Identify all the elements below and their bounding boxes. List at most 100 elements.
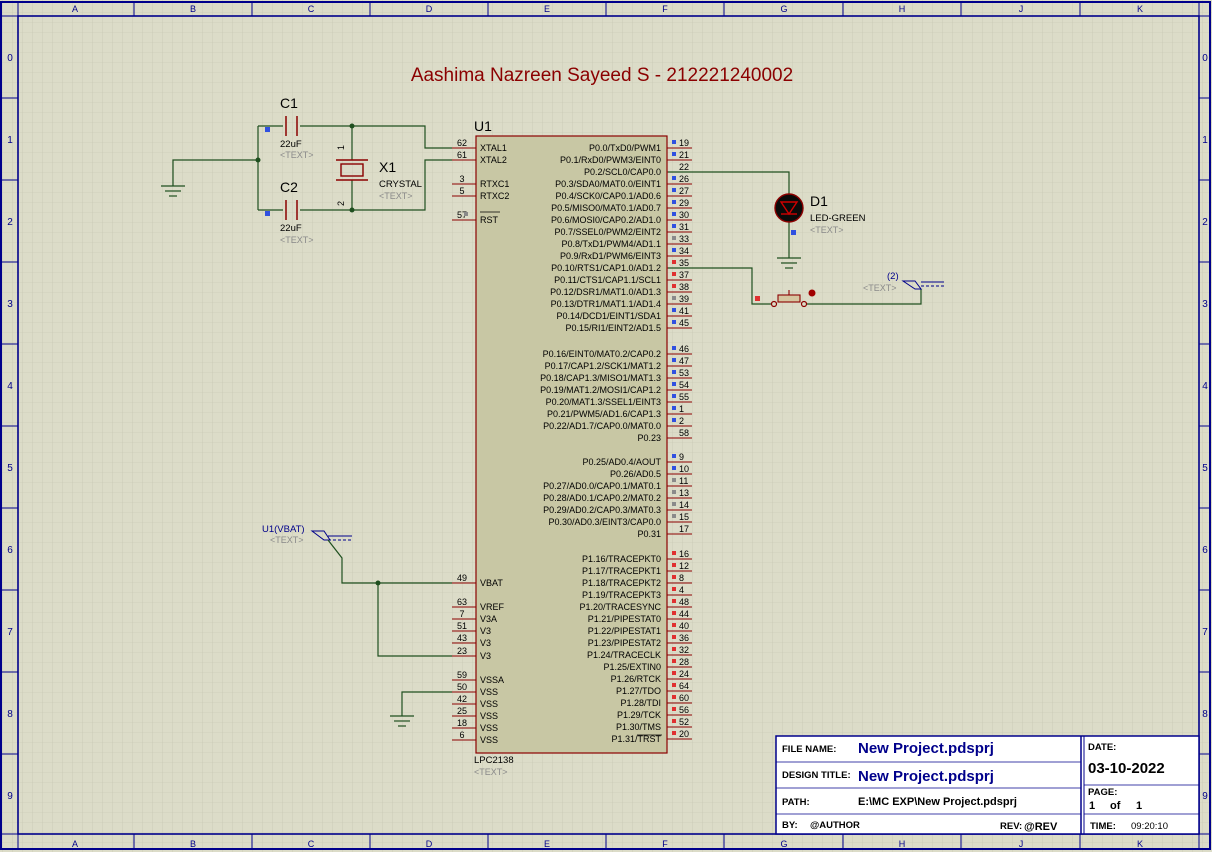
switch-indicator-icon: [808, 289, 816, 297]
junction-dot: [349, 207, 355, 213]
page-current: 1: [1089, 800, 1095, 812]
chip-pin-number: 7: [459, 609, 464, 619]
pin-marker-icon: [672, 152, 676, 156]
chip-pin-number: 56: [679, 705, 689, 715]
chip-pin-label: P1.23/PIPESTAT2: [588, 638, 661, 648]
chip-pin-number: 11: [679, 476, 688, 486]
chip-pin-number: 34: [679, 246, 689, 256]
pin-marker-icon: [672, 695, 676, 699]
chip-pin-label: RTXC1: [480, 179, 509, 189]
chip-pin-number: 40: [679, 621, 689, 631]
chip-pin-label: P1.19/TRACEPKT3: [582, 590, 661, 600]
pin-marker-icon: [672, 320, 676, 324]
pin-marker-icon: [672, 502, 676, 506]
chip-pin-number: 23: [457, 646, 467, 656]
chip-pin-number: 53: [679, 368, 689, 378]
chip-pin-number: 6: [459, 730, 464, 740]
chip-pin-label: P1.25/EXTIN0: [603, 662, 661, 672]
wire-vbat: [327, 539, 452, 657]
chip-pin-label: P0.4/SCK0/CAP0.1/AD0.6: [555, 191, 661, 201]
chip-pin-number: 9: [679, 452, 684, 462]
frame-col-label: G: [780, 839, 787, 849]
frame-col-label: B: [190, 4, 196, 14]
crystal-pin-2: 2: [336, 201, 346, 206]
chip-pin-number: 57: [457, 210, 467, 220]
chip-pin-label: VSS: [480, 699, 498, 709]
date-value: 03-10-2022: [1088, 760, 1165, 777]
pin-marker-icon: [672, 587, 676, 591]
page-label: PAGE:: [1088, 787, 1117, 798]
chip-pin-number: 37: [679, 270, 689, 280]
pin-marker-icon: [672, 296, 676, 300]
pin-marker-icon: [672, 478, 676, 482]
chip-pin-label: P0.8/TxD1/PWM4/AD1.1: [561, 239, 661, 249]
chip-pin-number: 47: [679, 356, 689, 366]
capacitor-c2[interactable]: C2 22uF <TEXT>: [265, 179, 314, 245]
chip-pin-number: 61: [457, 150, 467, 160]
frame-row-label: 3: [7, 299, 13, 310]
chip-pin-label: P1.26/RTCK: [611, 674, 661, 684]
pin-marker-icon: [672, 466, 676, 470]
x1-value: CRYSTAL: [379, 179, 422, 190]
pin-marker-icon: [672, 140, 676, 144]
chip-pin-label: VSS: [480, 735, 498, 745]
chip-pin-label: P0.11/CTS1/CAP1.1/SCL1: [554, 275, 661, 285]
chip-pin-label: P0.0/TxD0/PWM1: [589, 143, 661, 153]
pin-marker-icon: [672, 346, 676, 350]
chip-pin-number: 46: [679, 344, 689, 354]
chip-body[interactable]: [475, 135, 668, 754]
chip-pin-label: P0.30/AD0.3/EINT3/CAP0.0: [548, 517, 661, 527]
ground-symbol-icon: [161, 185, 185, 197]
chip-pin-number: 22: [679, 162, 689, 172]
chip-pin-number: 5: [459, 186, 464, 196]
by-label: BY:: [782, 820, 798, 831]
chip-pin-label: P1.18/TRACEPKT2: [582, 578, 661, 588]
crystal-x1[interactable]: 1 2 X1 CRYSTAL <TEXT>: [336, 145, 422, 206]
c2-text: <TEXT>: [280, 235, 314, 245]
pin-marker-icon: [672, 308, 676, 312]
chip-pin-number: 26: [679, 174, 689, 184]
chip-pin-label: P0.19/MAT1.2/MOSI1/CAP1.2: [540, 385, 661, 395]
push-button-switch[interactable]: [668, 267, 922, 308]
chip-pin-number: 18: [457, 718, 467, 728]
chip-pin-number: 50: [457, 682, 467, 692]
chip-pin-label: P0.27/AD0.0/CAP0.1/MAT0.1: [543, 481, 661, 491]
chip-pin-number: 62: [457, 138, 467, 148]
frame-row-label: 9: [1202, 791, 1208, 802]
wire-osc-top: [257, 125, 452, 210]
chip-pin-number: 59: [457, 670, 467, 680]
chip-pin-number: 64: [679, 681, 689, 691]
chip-pin-label: P0.29/AD0.2/CAP0.3/MAT0.3: [543, 505, 661, 515]
chip-pin-number: 44: [679, 609, 689, 619]
pin-marker-icon: [672, 200, 676, 204]
chip-pin-label: P0.9/RxD1/PWM6/EINT3: [560, 251, 661, 261]
wire-led: [668, 171, 790, 258]
chip-pin-number: 24: [679, 669, 689, 679]
frame-col-label: G: [780, 4, 787, 14]
frame-row-label: 7: [7, 627, 13, 638]
oscillator-circuit[interactable]: C1 22uF <TEXT> C2 22uF <TEXT> 1 2 X1 CRY…: [161, 95, 452, 245]
frame-row-label: 5: [7, 463, 13, 474]
pin-marker-icon: [672, 623, 676, 627]
frame-col-label: H: [899, 839, 906, 849]
capacitor-c1[interactable]: C1 22uF <TEXT>: [265, 95, 314, 160]
c1-value: 22uF: [280, 139, 302, 150]
design-title-label: DESIGN TITLE:: [782, 770, 851, 781]
frame-col-label: H: [899, 4, 906, 14]
pin-marker-icon: [672, 563, 676, 567]
chip-pin-label: VSS: [480, 711, 498, 721]
led-d1[interactable]: D1 LED-GREEN <TEXT>: [668, 171, 866, 269]
wire-osc-bottom: [258, 159, 452, 211]
time-value: 09:20:10: [1131, 821, 1168, 832]
d1-text: <TEXT>: [810, 225, 844, 235]
chip-pin-label: P0.10/RTS1/CAP1.0/AD1.2: [551, 263, 661, 273]
pin-marker-icon: [672, 599, 676, 603]
terminal-vbat[interactable]: U1(VBAT) <TEXT>: [262, 524, 352, 545]
chip-pin-number: 25: [457, 706, 467, 716]
terminal-switch[interactable]: (2) <TEXT>: [863, 271, 944, 293]
frame-row-label: 2: [7, 217, 13, 228]
chip-pin-number: 38: [679, 282, 689, 292]
chip-pin-number: 35: [679, 258, 689, 268]
